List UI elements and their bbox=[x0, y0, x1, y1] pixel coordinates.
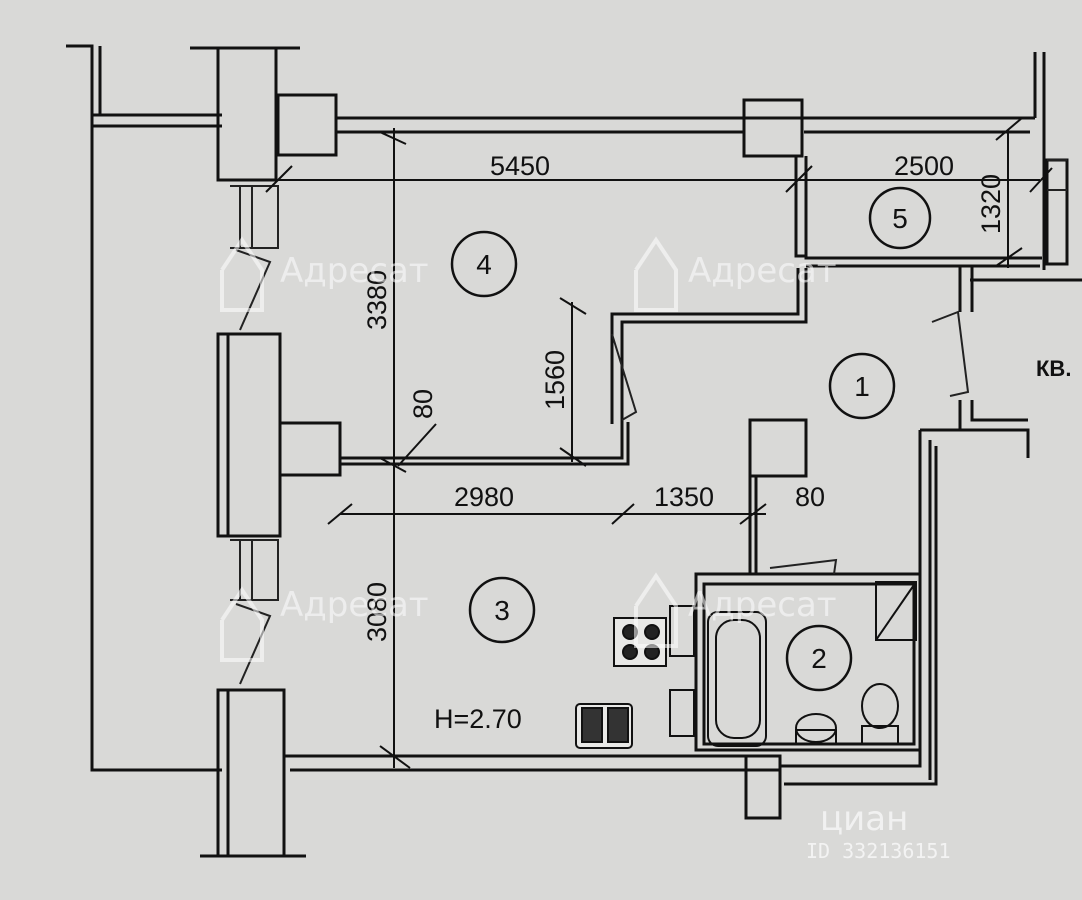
room-5-number: 5 bbox=[892, 203, 908, 234]
watermark-brand-4: Адресат bbox=[688, 585, 837, 625]
dim-mid-left: 2980 bbox=[454, 482, 514, 512]
room-2-number: 2 bbox=[811, 643, 827, 674]
toilet-icon bbox=[861, 683, 899, 729]
dim-top-right: 2500 bbox=[894, 151, 954, 181]
watermark-brand-1: Адресат bbox=[280, 251, 429, 291]
watermark-site: циан bbox=[820, 799, 908, 839]
dim-room4-depth: 3380 bbox=[362, 270, 392, 330]
watermark-brand-2: Адресат bbox=[688, 251, 837, 291]
dim-niche-depth: 1560 bbox=[540, 350, 570, 410]
doors bbox=[611, 310, 970, 575]
bathtub-icon bbox=[707, 611, 767, 747]
dim-right-depth: 1320 bbox=[976, 174, 1006, 234]
walls bbox=[66, 44, 1082, 858]
dimension-lines bbox=[265, 117, 1053, 769]
dim-top-left: 5450 bbox=[490, 151, 550, 181]
room-1-number: 1 bbox=[854, 371, 870, 402]
fixtures bbox=[575, 581, 917, 749]
neighbor-apartment-label: КВ. bbox=[1036, 356, 1071, 381]
watermark-brand-3: Адресат bbox=[280, 585, 429, 625]
room-markers bbox=[450, 186, 932, 692]
room-4-number: 4 bbox=[476, 249, 492, 280]
dim-wall-thickness-left: 80 bbox=[408, 389, 438, 419]
ceiling-height: H=2.70 bbox=[434, 704, 522, 734]
stove-icon bbox=[613, 617, 667, 667]
dim-mid-right-wall: 80 bbox=[795, 482, 825, 512]
watermark-listing-id: ID 332136151 bbox=[806, 839, 951, 863]
room-3-number: 3 bbox=[494, 595, 510, 626]
washbasin-icon bbox=[795, 713, 837, 743]
dim-room3-depth: 3080 bbox=[362, 582, 392, 642]
dim-mid-center: 1350 bbox=[654, 482, 714, 512]
vent-shaft-icon bbox=[875, 581, 917, 641]
watermark-icon bbox=[220, 236, 678, 662]
